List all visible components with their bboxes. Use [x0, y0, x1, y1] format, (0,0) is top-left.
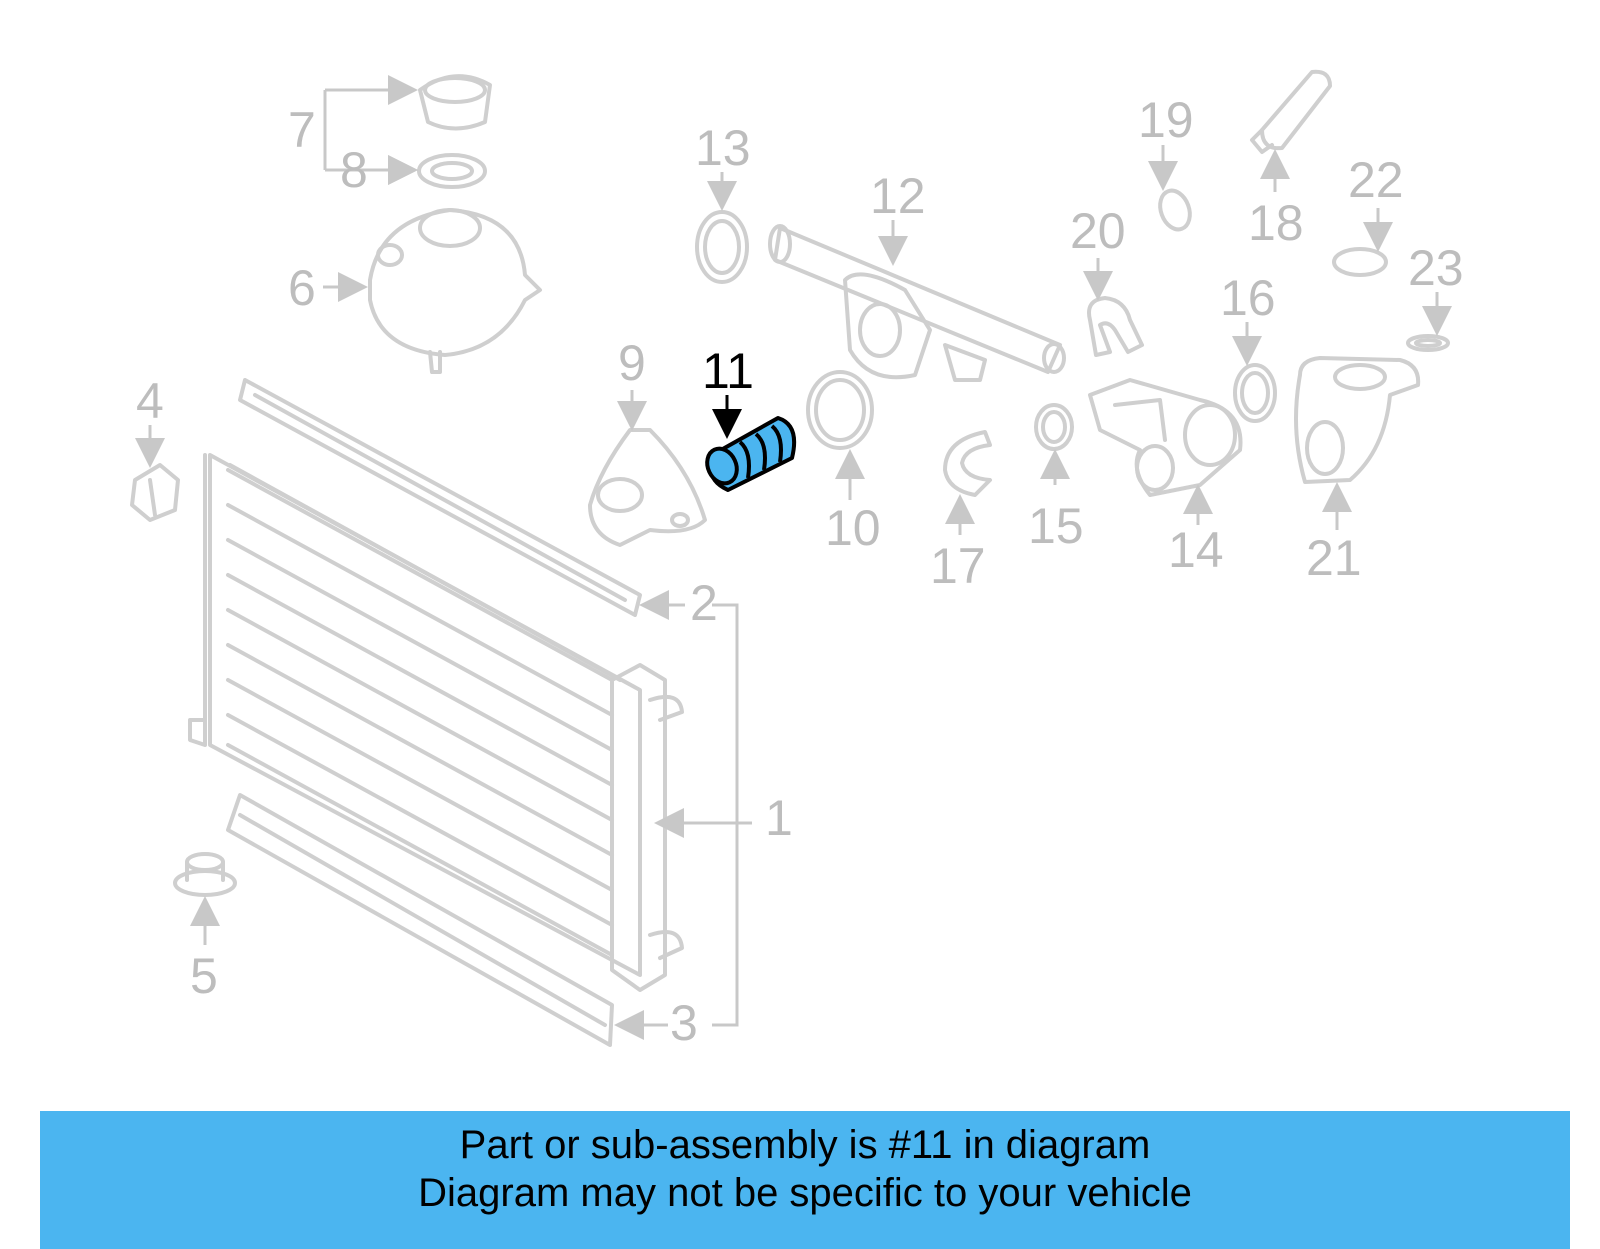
upper-mount-bracket — [238, 378, 642, 617]
rubber-mount — [173, 852, 237, 897]
flange-gasket — [806, 370, 874, 450]
thermostat-housing — [1088, 378, 1243, 497]
callout-5: 5 — [190, 948, 218, 1004]
callout-1: 1 — [765, 790, 793, 846]
spring-clip — [1087, 296, 1144, 357]
callout-9: 9 — [618, 335, 646, 391]
callout-3: 3 — [670, 995, 698, 1051]
callout-6: 6 — [288, 260, 316, 316]
callout-10: 10 — [825, 500, 881, 556]
gasket-23 — [1406, 334, 1450, 352]
coolant-outlet — [1294, 356, 1421, 484]
callout-15: 15 — [1028, 498, 1084, 554]
callout-12: 12 — [870, 168, 926, 224]
callout-21: 21 — [1306, 530, 1362, 586]
info-banner: Part or sub-assembly is #11 in diagram D… — [40, 1111, 1570, 1249]
mount-clip — [130, 463, 180, 522]
callout-17: 17 — [930, 538, 986, 594]
callout-8: 8 — [340, 142, 368, 198]
expansion-tank — [368, 208, 542, 374]
callout-11-highlighted: 11 — [702, 343, 754, 399]
retaining-clip — [943, 430, 992, 497]
banner-disclaimer: Diagram may not be specific to your vehi… — [418, 1171, 1192, 1215]
leader-lines — [135, 75, 1452, 1040]
o-ring-13 — [695, 210, 749, 284]
cap-seal — [417, 153, 487, 189]
o-ring-16 — [1233, 363, 1277, 423]
callout-18: 18 — [1248, 195, 1304, 251]
callout-2: 2 — [690, 575, 718, 631]
callout-20: 20 — [1070, 203, 1126, 259]
lower-mount-bracket — [226, 793, 614, 1047]
sensor-seal — [1158, 188, 1192, 232]
callout-labels: 1 2 3 4 5 6 7 8 9 10 11 12 13 14 15 16 1… — [136, 92, 1464, 1051]
tank-cap — [418, 74, 492, 131]
callout-7: 7 — [288, 102, 316, 158]
coolant-flange — [588, 428, 707, 547]
radiator — [188, 453, 684, 992]
callout-16: 16 — [1220, 270, 1276, 326]
o-ring-22 — [1332, 247, 1388, 277]
highlighted-hose-part-11[interactable] — [702, 416, 797, 492]
temperature-sensor — [1250, 69, 1332, 154]
callout-22: 22 — [1348, 152, 1404, 208]
callout-19: 19 — [1138, 92, 1194, 148]
callout-13: 13 — [695, 120, 751, 176]
banner-part-info: Part or sub-assembly is #11 in diagram — [459, 1123, 1151, 1167]
callout-23: 23 — [1408, 240, 1464, 296]
seal-15 — [1034, 403, 1074, 451]
callout-14: 14 — [1168, 522, 1224, 578]
coolant-pipe — [768, 224, 1066, 382]
callout-4: 4 — [136, 373, 164, 429]
